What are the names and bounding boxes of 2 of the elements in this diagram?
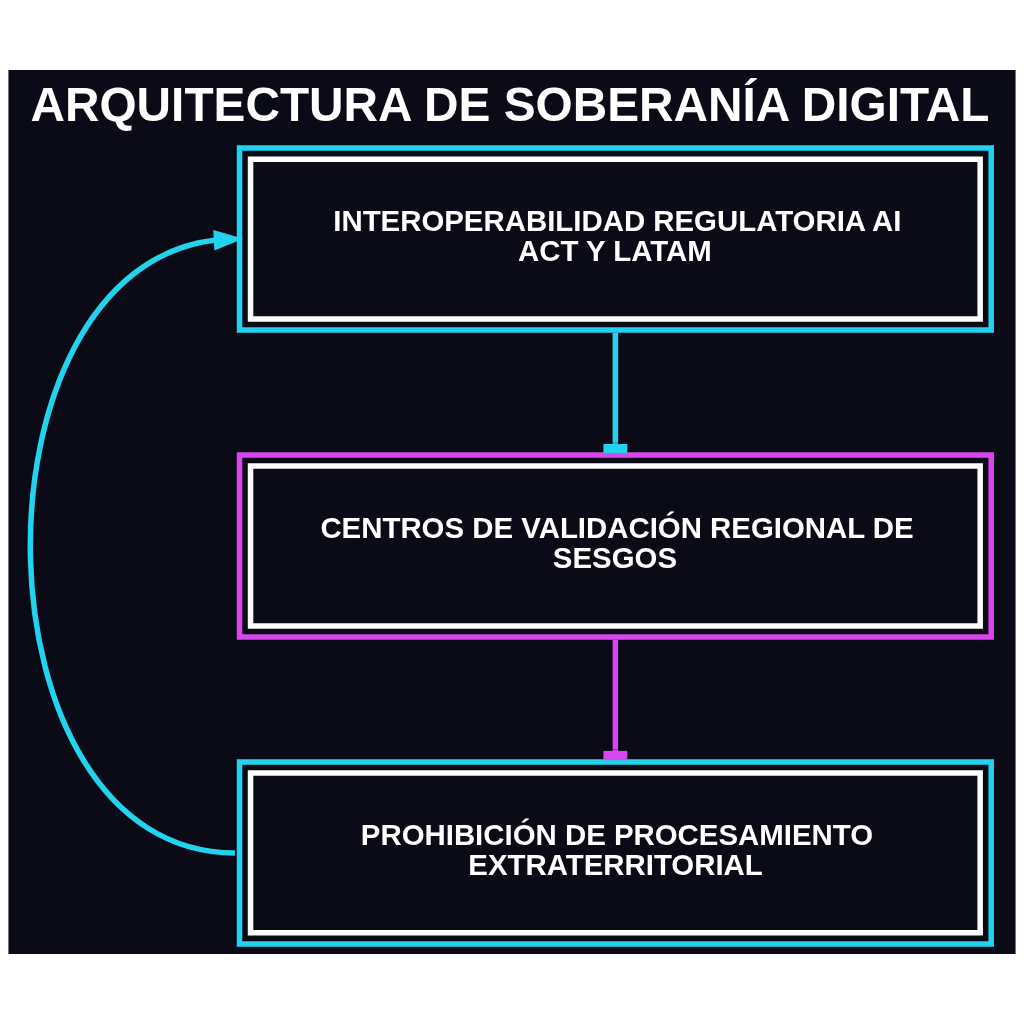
diagram-title: ARQUITECTURA DE SOBERANÍA DIGITAL bbox=[30, 78, 990, 132]
arrow bbox=[27, 229, 244, 856]
